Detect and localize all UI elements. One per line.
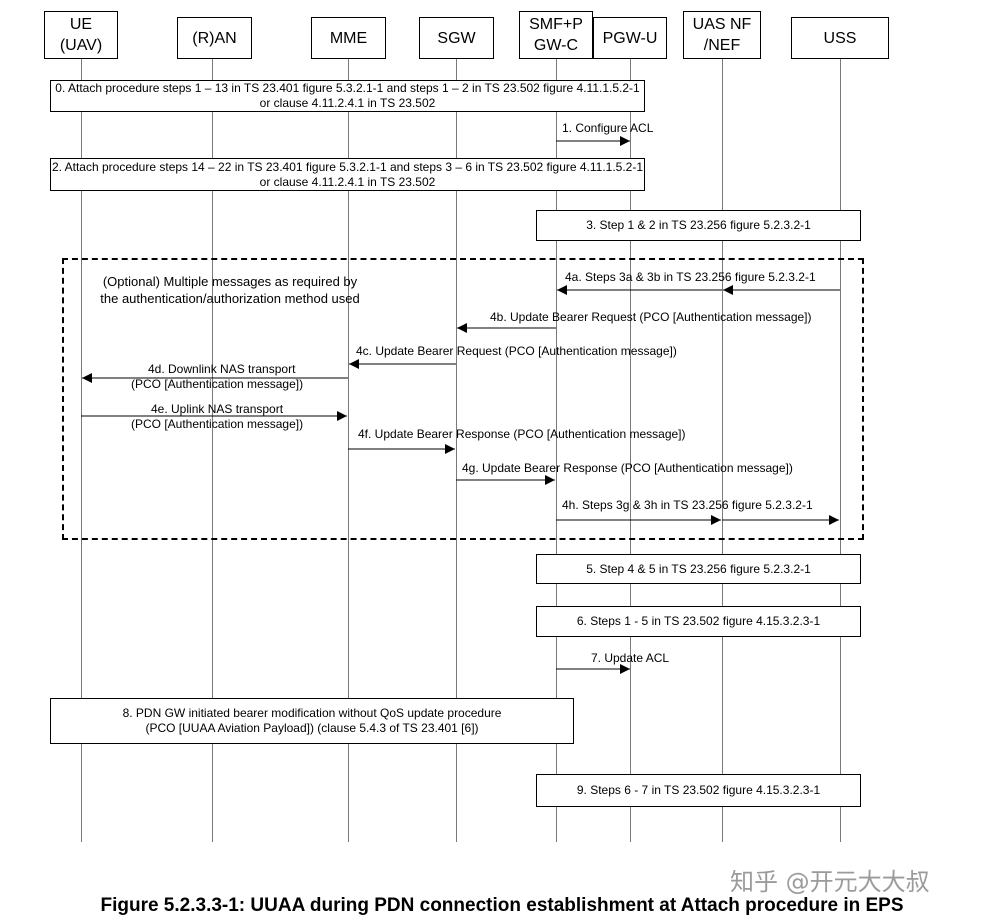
participant-smf-line1: SMF+P bbox=[529, 16, 583, 33]
step-0-box: 0. Attach procedure steps 1 – 13 in TS 2… bbox=[50, 80, 645, 112]
participant-uss: USS bbox=[791, 17, 889, 59]
step-6-text: 6. Steps 1 - 5 in TS 23.502 figure 4.15.… bbox=[576, 614, 821, 628]
participant-pgwu: PGW-U bbox=[593, 17, 667, 59]
step-4b-label: 4b. Update Bearer Request (PCO [Authenti… bbox=[490, 310, 812, 324]
step-4e-label-line2: (PCO [Authentication message]) bbox=[131, 417, 304, 431]
step-1-label: 1. Configure ACL bbox=[562, 121, 654, 135]
participant-pgwu-label: PGW-U bbox=[602, 29, 658, 47]
participant-smf: SMF+P GW-C bbox=[519, 11, 593, 59]
participant-sgw-label: SGW bbox=[437, 29, 476, 47]
step-5-text: 5. Step 4 & 5 in TS 23.256 figure 5.2.3.… bbox=[586, 561, 811, 576]
optional-note-line1: (Optional) Multiple messages as required… bbox=[102, 274, 358, 289]
step-6-box: 6. Steps 1 - 5 in TS 23.502 figure 4.15.… bbox=[536, 606, 861, 637]
step-9-text: 9. Steps 6 - 7 in TS 23.502 figure 4.15.… bbox=[576, 783, 821, 797]
step-4f-label: 4f. Update Bearer Response (PCO [Authent… bbox=[358, 427, 686, 441]
step-8-line2: (PCO [UUAA Aviation Payload]) (clause 5.… bbox=[145, 721, 479, 735]
step-4g-label: 4g. Update Bearer Response (PCO [Authent… bbox=[462, 461, 793, 475]
optional-region bbox=[62, 258, 864, 540]
step-0-line1: 0. Attach procedure steps 1 – 13 in TS 2… bbox=[55, 81, 640, 95]
lifeline-ran bbox=[212, 59, 213, 842]
participant-ue: UE (UAV) bbox=[44, 11, 118, 59]
step-3-box: 3. Step 1 & 2 in TS 23.256 figure 5.2.3.… bbox=[536, 210, 861, 241]
step-2-box: 2. Attach procedure steps 14 – 22 in TS … bbox=[50, 158, 645, 191]
lifeline-mme bbox=[348, 59, 349, 842]
participant-mme: MME bbox=[311, 17, 386, 59]
step-2-line1: 2. Attach procedure steps 14 – 22 in TS … bbox=[51, 159, 644, 174]
participant-uas-line2: /NEF bbox=[703, 37, 741, 54]
step-4c-label: 4c. Update Bearer Request (PCO [Authenti… bbox=[356, 344, 677, 358]
step-8-box: 8. PDN GW initiated bearer modification … bbox=[50, 698, 574, 744]
step-4d-label-line1: 4d. Downlink NAS transport bbox=[148, 362, 296, 376]
lifeline-ue bbox=[81, 59, 82, 842]
participant-uss-label: USS bbox=[823, 29, 857, 47]
step-5-box: 5. Step 4 & 5 in TS 23.256 figure 5.2.3.… bbox=[536, 554, 861, 584]
participant-ue-line1: UE bbox=[69, 16, 93, 33]
step-2-line2: or clause 4.11.2.4.1 in TS 23.502 bbox=[259, 174, 436, 189]
lifeline-uss bbox=[840, 59, 841, 842]
step-4d-label-line2: (PCO [Authentication message]) bbox=[131, 377, 304, 391]
optional-note-line2: the authentication/authorization method … bbox=[100, 291, 360, 306]
participant-ran: (R)AN bbox=[177, 17, 252, 59]
optional-note: (Optional) Multiple messages as required… bbox=[80, 273, 380, 307]
watermark: 知乎 @开元大大叔 bbox=[730, 868, 930, 896]
step-4h-label: 4h. Steps 3g & 3h in TS 23.256 figure 5.… bbox=[562, 498, 813, 512]
step-4a-label: 4a. Steps 3a & 3b in TS 23.256 figure 5.… bbox=[565, 270, 816, 284]
lifeline-uas bbox=[722, 59, 723, 842]
step-3-text: 3. Step 1 & 2 in TS 23.256 figure 5.2.3.… bbox=[586, 218, 811, 232]
step-7-label: 7. Update ACL bbox=[591, 651, 670, 665]
step-8-line1: 8. PDN GW initiated bearer modification … bbox=[122, 706, 502, 720]
step-0-line2: or clause 4.11.2.4.1 in TS 23.502 bbox=[259, 96, 436, 110]
participant-sgw: SGW bbox=[419, 17, 494, 59]
participant-uas: UAS NF /NEF bbox=[683, 11, 761, 59]
participant-smf-line2: GW-C bbox=[533, 37, 579, 54]
figure-caption: Figure 5.2.3.3-1: UUAA during PDN connec… bbox=[100, 895, 904, 916]
step-9-box: 9. Steps 6 - 7 in TS 23.502 figure 4.15.… bbox=[536, 774, 861, 807]
lifeline-pgwu bbox=[630, 59, 631, 842]
lifeline-smf bbox=[556, 59, 557, 842]
lifeline-sgw bbox=[456, 59, 457, 842]
participant-ran-label: (R)AN bbox=[192, 29, 237, 47]
participant-mme-label: MME bbox=[329, 29, 368, 47]
step-4e-label-line1: 4e. Uplink NAS transport bbox=[151, 402, 284, 416]
participant-uas-line1: UAS NF bbox=[692, 16, 752, 33]
participant-ue-line2: (UAV) bbox=[59, 37, 103, 54]
